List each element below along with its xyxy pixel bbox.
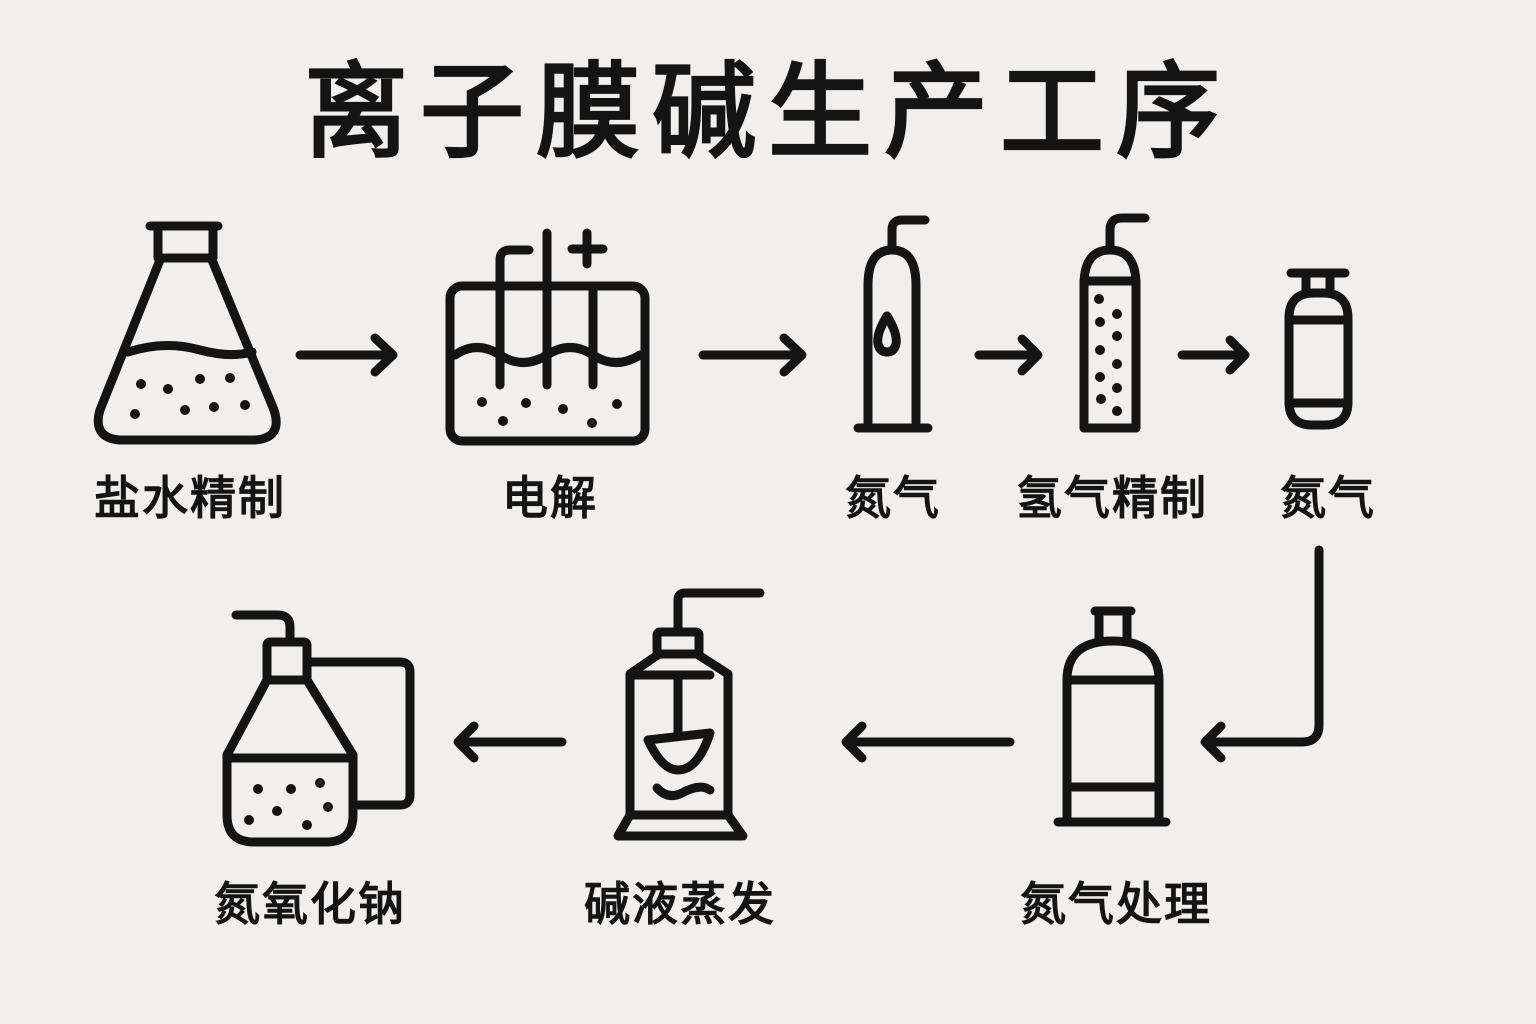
step-label-hydrogen-purification: 氢气精制: [1016, 471, 1208, 525]
evaporator-icon: [613, 588, 765, 841]
step-label-caustic-evaporation: 碱液蒸发: [584, 877, 776, 931]
step-label-brine-purification: 盐水精制: [94, 471, 286, 525]
flask-with-loop-icon: [222, 610, 415, 847]
gas-bottle-icon: [1284, 268, 1353, 430]
electrolysis-cell-icon: [445, 228, 650, 446]
flow-arrow-left: [453, 721, 567, 763]
packed-column-icon: [1079, 213, 1150, 433]
gas-cylinder-drop-icon: [853, 215, 933, 433]
step-label-electrolysis: 电解: [502, 471, 598, 525]
flow-arrow-right: [698, 333, 807, 377]
flow-arrow-right: [974, 334, 1043, 376]
flow-arrow-bend-down-left: [1200, 545, 1324, 763]
step-label-nitrogen-1: 氮气: [845, 471, 941, 525]
diagram-title: 离子膜碱生产工序: [303, 51, 1232, 173]
erlenmeyer-flask-icon: [93, 221, 281, 445]
gas-cylinder-icon: [1053, 606, 1171, 827]
step-label-nitrogen-treatment: 氮气处理: [1020, 877, 1212, 931]
flow-arrow-left: [841, 721, 1015, 763]
step-label-nitrogen-2: 氮气: [1280, 471, 1376, 525]
step-label-sodium-hydroxide: 氮氧化钠: [214, 877, 406, 931]
flow-arrow-right: [295, 333, 398, 377]
flow-arrow-right: [1177, 335, 1250, 375]
